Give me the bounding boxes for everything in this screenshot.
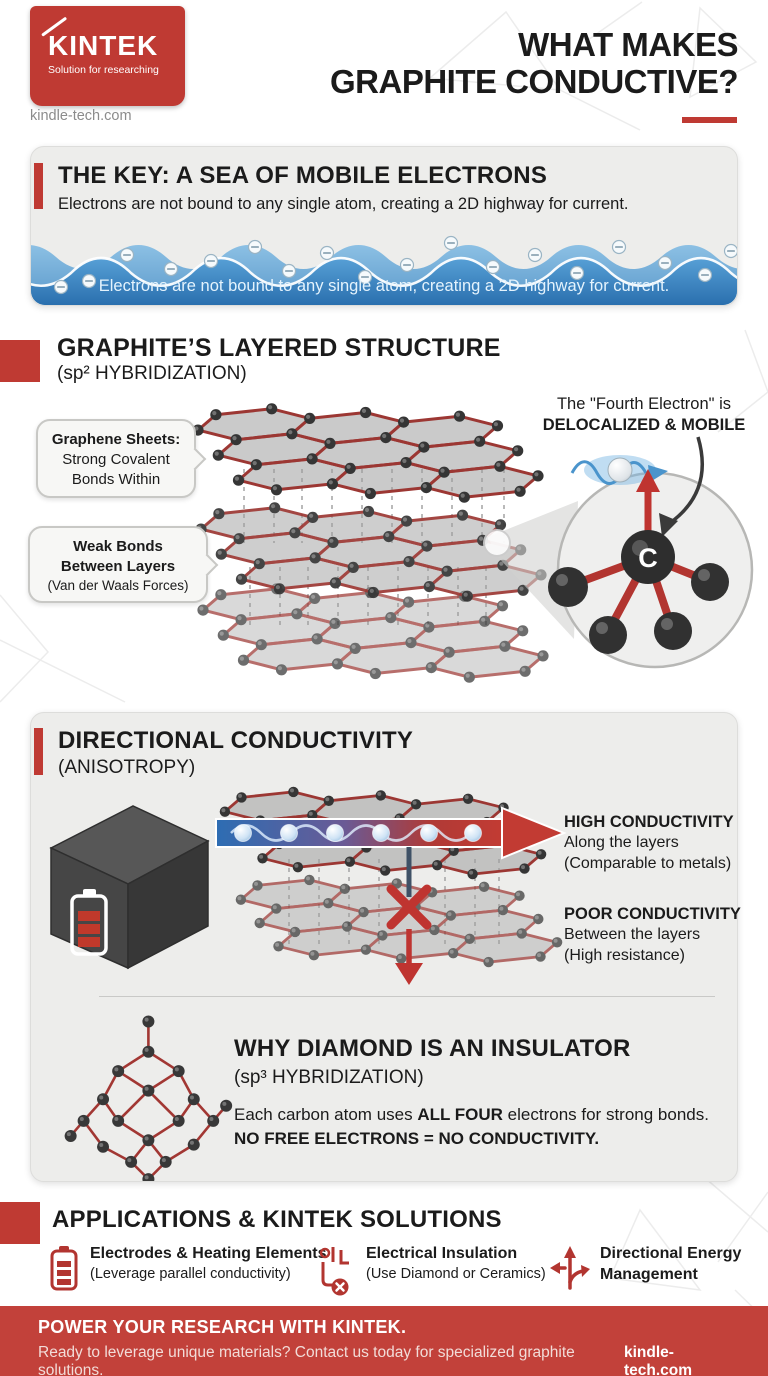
graphene-sheet xyxy=(197,583,549,683)
footer-title: POWER YOUR RESEARCH WITH KINTEK. xyxy=(38,1317,407,1337)
diamond-body: Each carbon atom uses ALL FOUR electrons… xyxy=(234,1105,709,1149)
structure-section-title: GRAPHITE’S LAYERED STRUCTURE xyxy=(57,334,501,362)
page-title-line2: GRAPHITE CONDUCTIVE? xyxy=(329,63,739,101)
graphene-sheet xyxy=(192,403,544,503)
logo-wordmark: KINTEK xyxy=(48,30,159,61)
poor-conductivity-arrow xyxy=(386,847,432,985)
application-name: Electrodes & Heating Elements xyxy=(90,1245,327,1262)
conductivity-title: DIRECTIONAL CONDUCTIVITY xyxy=(58,727,414,754)
battery-icon xyxy=(70,889,108,956)
anisotropy-illustration xyxy=(49,786,567,985)
conductivity-section: DIRECTIONAL CONDUCTIVITY (ANISOTROPY) xyxy=(30,712,741,1182)
accent-bar xyxy=(34,728,43,775)
section-marker xyxy=(0,1202,40,1244)
callout-weak-bonds: Weak Bonds Between Layers (Van der Waals… xyxy=(28,526,208,603)
structure-section-subtitle: (sp² HYBRIDIZATION) xyxy=(57,363,247,384)
wave-caption: Electrons are not bound to any single at… xyxy=(98,277,670,295)
diamond-text-block: WHY DIAMOND IS AN INSULATOR (sp³ HYBRIDI… xyxy=(234,1035,724,1151)
electron-wave xyxy=(570,460,648,485)
magnifier-detail: C xyxy=(483,436,754,669)
diamond-lattice xyxy=(64,1015,233,1181)
section-divider xyxy=(99,996,715,997)
page-title: WHAT MAKES GRAPHITE CONDUCTIVE? xyxy=(200,26,739,101)
accent-bar xyxy=(34,163,43,209)
application-name: Electrical Insulation xyxy=(366,1245,518,1262)
diamond-title: WHY DIAMOND IS AN INSULATOR xyxy=(234,1035,631,1062)
key-section-subtitle: Electrons are not bound to any single at… xyxy=(58,195,629,213)
electron-sea-graphic: Electrons are not bound to any single at… xyxy=(31,219,737,305)
mobile-electron-icons xyxy=(234,824,482,842)
conductivity-subtitle: (ANISOTROPY) xyxy=(58,757,196,778)
high-conductivity-label: HIGH CONDUCTIVITY Along the layers (Comp… xyxy=(564,813,734,872)
application-item: Directional Energy Management xyxy=(550,1244,750,1292)
poor-conductivity-label: POOR CONDUCTIVITY Between the layers (Hi… xyxy=(564,905,741,964)
application-name: Directional Energy Management xyxy=(600,1245,742,1283)
wave-crest xyxy=(31,256,737,287)
carbon-atom-label: C xyxy=(638,543,658,573)
footer-text: Ready to leverage unique materials? Cont… xyxy=(38,1344,575,1376)
electron-icons xyxy=(53,235,737,295)
key-section: THE KEY: A SEA OF MOBILE ELECTRONS Elect… xyxy=(30,146,738,306)
electron-wave-arrowhead xyxy=(648,465,668,482)
page-title-line1: WHAT MAKES xyxy=(518,26,738,63)
wave-graphic xyxy=(31,235,737,305)
section-marker xyxy=(0,340,40,382)
high-conductivity-arrow xyxy=(215,806,567,860)
direction-arrows-icon xyxy=(550,1246,590,1290)
insulation-circuit-icon xyxy=(319,1247,349,1296)
title-underline xyxy=(682,117,737,123)
website-text: kindle-tech.com xyxy=(30,108,132,124)
neighbor-atoms xyxy=(548,563,729,654)
free-electron xyxy=(607,457,633,483)
kintek-logo: KINTEK Solution for researching xyxy=(30,6,185,106)
applications-title: APPLICATIONS & KINTEK SOLUTIONS xyxy=(52,1206,502,1233)
graphene-sheet xyxy=(235,874,563,968)
pointer-arrow xyxy=(668,436,705,525)
logo-tagline: Solution for researching xyxy=(48,64,159,76)
battery-icon xyxy=(50,1246,78,1291)
diamond-subtitle: (sp³ HYBRIDIZATION) xyxy=(234,1067,424,1088)
footer: POWER YOUR RESEARCH WITH KINTEK. Ready t… xyxy=(0,1306,768,1376)
graphite-block xyxy=(49,805,210,970)
front-wave xyxy=(31,258,737,305)
application-item: Electrical Insulation (Use Diamond or Ce… xyxy=(316,1244,546,1296)
application-detail: (Leverage parallel conductivity) xyxy=(90,1265,291,1282)
key-section-title: THE KEY: A SEA OF MOBILE ELECTRONS xyxy=(58,162,548,189)
application-item: Electrodes & Heating Elements (Leverage … xyxy=(48,1244,327,1292)
footer-link[interactable]: kindle-tech.com xyxy=(624,1344,738,1376)
application-detail: (Use Diamond or Ceramics) xyxy=(366,1265,546,1282)
fourth-electron-label: The "Fourth Electron" is DELOCALIZED & M… xyxy=(542,395,746,435)
graphite-layers-illustration: C xyxy=(192,403,754,683)
callout-graphene-sheets: Graphene Sheets: Strong Covalent Bonds W… xyxy=(36,419,196,498)
carbon-atom xyxy=(621,530,675,584)
